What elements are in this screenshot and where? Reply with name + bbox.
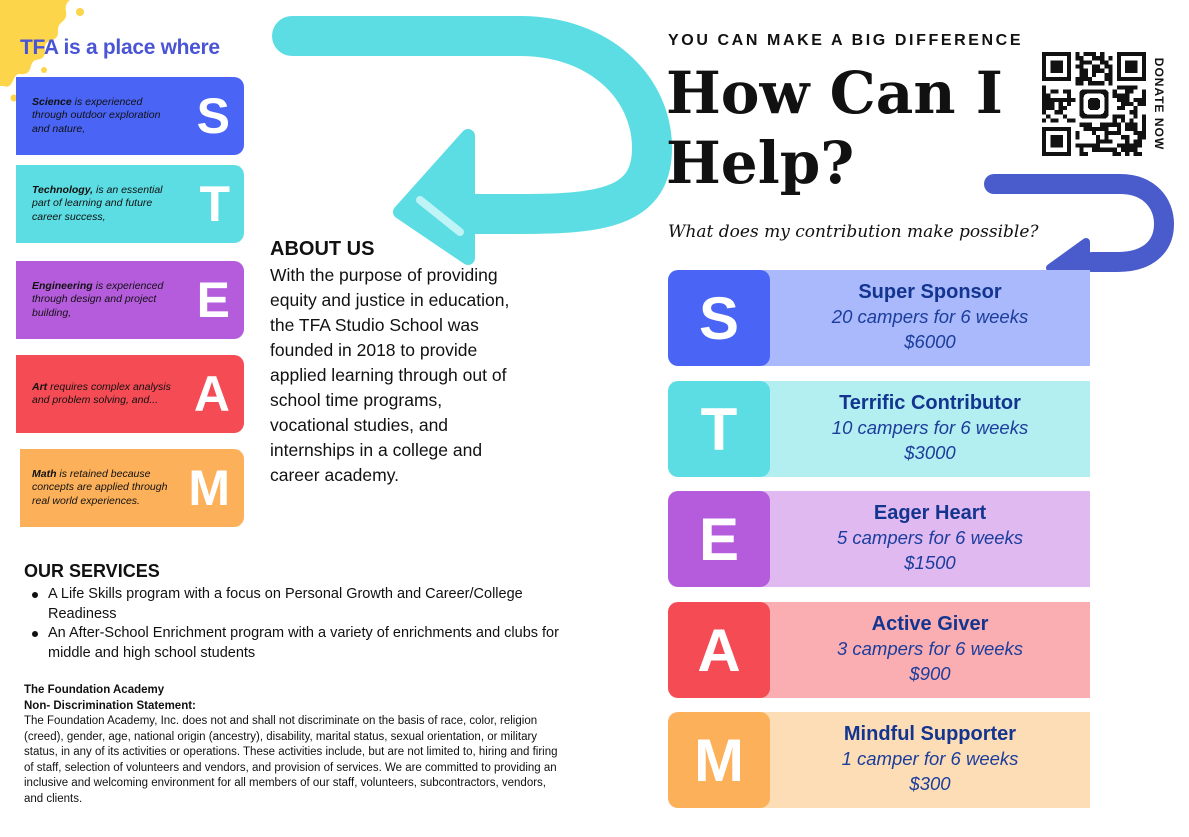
tier-terrific-contributor: T Terrific Contributor 10 campers for 6 … <box>668 381 1090 477</box>
services-list: A Life Skills program with a focus on Pe… <box>32 585 568 663</box>
donate-now-label[interactable]: DONATE NOW <box>1152 57 1166 151</box>
tier-detail: 10 campers for 6 weeks <box>831 417 1029 438</box>
cyan-curved-arrow-icon <box>272 15 673 265</box>
left-panel-title: TFA is a place where <box>20 36 220 59</box>
stem-letter: E <box>196 272 230 328</box>
stem-keyword: Art <box>32 380 48 393</box>
tier-amount: $6000 <box>904 331 956 352</box>
stem-letter: S <box>196 88 230 144</box>
stem-letter: M <box>188 460 230 516</box>
paint-splash-decoration <box>0 0 84 102</box>
stem-card-science: Science is experienced through outdoor e… <box>16 77 244 155</box>
tier-eager-heart: E Eager Heart 5 campers for 6 weeks $150… <box>668 491 1090 587</box>
stem-text: is retained because concepts are applied… <box>32 467 168 507</box>
services-item: An After-School Enrichment program with … <box>32 624 568 663</box>
tier-amount: $3000 <box>904 442 956 463</box>
tier-detail: 3 campers for 6 weeks <box>836 638 1024 659</box>
kicker-text: YOU CAN MAKE A BIG DIFFERENCE <box>668 32 1024 49</box>
stem-text: is experienced through outdoor explorati… <box>32 95 161 135</box>
services-title: OUR SERVICES <box>24 561 160 581</box>
nondiscrimination-statement: The Foundation Academy Non- Discriminati… <box>24 683 564 807</box>
tier-name: Mindful Supporter <box>843 723 1017 745</box>
tier-detail: 20 campers for 6 weeks <box>831 306 1029 327</box>
nd-org: The Foundation Academy <box>24 684 165 696</box>
stem-text: is experienced through design and projec… <box>32 279 164 319</box>
tier-detail: 1 camper for 6 weeks <box>841 748 1019 769</box>
tier-amount: $1500 <box>904 552 956 573</box>
tier-letter-tile: S <box>668 270 770 366</box>
tier-super-sponsor: S Super Sponsor 20 campers for 6 weeks $… <box>668 270 1090 366</box>
tier-name: Eager Heart <box>873 502 987 524</box>
tier-active-giver: A Active Giver 3 campers for 6 weeks $90… <box>668 602 1090 698</box>
stem-letter: T <box>199 176 230 232</box>
tier-mindful-supporter: M Mindful Supporter 1 camper for 6 weeks… <box>668 712 1090 808</box>
about-body: With the purpose of providing equity and… <box>270 265 510 485</box>
stem-card-technology: Technology, is an essential part of lear… <box>16 165 244 243</box>
tier-amount: $300 <box>909 773 951 794</box>
stem-keyword: Engineering <box>32 279 93 292</box>
subheadline: What does my contribution make possible? <box>668 222 1039 242</box>
tier-name: Active Giver <box>871 613 989 635</box>
donate-qr-code-icon[interactable] <box>1042 52 1146 156</box>
stem-text: is an essential part of learning and fut… <box>32 183 163 223</box>
nd-body: The Foundation Academy, Inc. does not an… <box>24 715 558 805</box>
tier-letter-tile: A <box>668 602 770 698</box>
page-headline: How Can I Help? <box>666 59 1003 197</box>
stem-text: requires complex analysis and problem so… <box>32 380 171 407</box>
tier-name: Super Sponsor <box>858 281 1002 303</box>
stem-card-math: Math is retained because concepts are ap… <box>20 449 244 527</box>
services-item: A Life Skills program with a focus on Pe… <box>32 585 568 624</box>
tier-amount: $900 <box>909 663 951 684</box>
tier-letter-tile: T <box>668 381 770 477</box>
about-title: ABOUT US <box>270 238 375 260</box>
stem-letter: A <box>193 366 230 422</box>
stem-card-art: Art requires complex analysis and proble… <box>16 355 244 433</box>
stem-keyword: Math <box>32 467 57 480</box>
stem-keyword: Technology, <box>32 183 94 196</box>
tier-detail: 5 campers for 6 weeks <box>836 527 1024 548</box>
stem-card-engineering: Engineering is experienced through desig… <box>16 261 244 339</box>
nd-heading: Non- Discrimination Statement: <box>24 699 196 712</box>
tier-letter-tile: M <box>668 712 770 808</box>
tier-letter-tile: E <box>668 491 770 587</box>
tier-name: Terrific Contributor <box>839 392 1021 414</box>
stem-keyword: Science <box>32 95 72 108</box>
